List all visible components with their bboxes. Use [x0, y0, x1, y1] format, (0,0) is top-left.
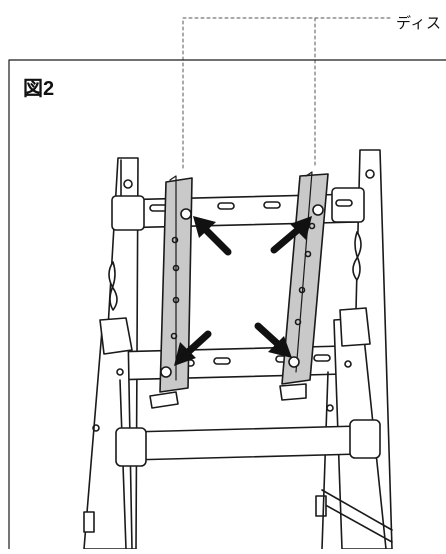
left-mounting-bracket — [149, 175, 193, 409]
crossbar — [115, 419, 381, 467]
arrow-top-left — [193, 216, 232, 256]
right-mounting-bracket — [279, 171, 329, 401]
right-inner-rail — [321, 371, 329, 550]
figure-label: 図2 — [23, 78, 55, 100]
callout-label: ディス — [396, 15, 442, 32]
arrow-bottom-left — [174, 330, 212, 366]
arrow-top-right — [270, 216, 312, 254]
callout-leader-lines — [182, 17, 393, 169]
arrow-bottom-right — [254, 322, 292, 358]
figure-frame — [8, 59, 446, 550]
screw-arrows — [174, 216, 312, 366]
